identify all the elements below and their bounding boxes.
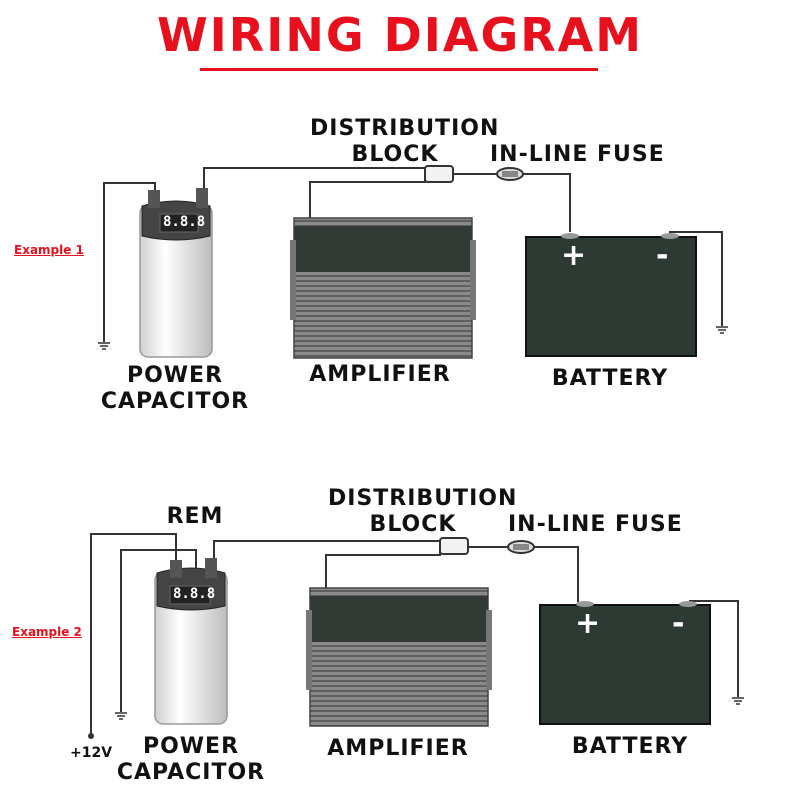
example2-distribution-label-line2: BLOCK — [369, 512, 457, 537]
example2-capacitor-label-line1: POWER — [142, 734, 240, 759]
example1-inline-fuse — [496, 167, 524, 181]
example2-capacitor-display: 8.8.8 — [173, 586, 216, 602]
example2-label: Example 2 — [12, 625, 82, 639]
example1-distribution-block — [424, 165, 454, 183]
example1-battery — [525, 233, 697, 357]
example2-12v-label: +12V — [70, 745, 113, 761]
example1-distribution-label-line1: DISTRIBUTION — [310, 116, 500, 141]
example2-battery — [539, 601, 711, 725]
example2-minus-terminal: - — [672, 606, 685, 641]
page-title: WIRING DIAGRAM — [156, 8, 644, 62]
example2-power-capacitor — [154, 558, 228, 725]
example1-amplifier — [290, 217, 476, 359]
example2-rem-label: REM — [166, 504, 224, 529]
example2-battery-label: BATTERY — [571, 734, 689, 759]
example1-capacitor-label-line1: POWER — [126, 363, 224, 388]
example2-distribution-block — [439, 537, 469, 555]
example1-battery-label: BATTERY — [551, 366, 669, 391]
example1-ground-right — [716, 326, 728, 334]
example1-amplifier-label: AMPLIFIER — [309, 362, 451, 387]
example1-capacitor-label-line2: CAPACITOR — [100, 389, 250, 414]
example2-ground-right — [732, 697, 744, 705]
title-underline — [200, 68, 598, 71]
example2-12v-terminal — [88, 733, 94, 739]
example2-plus-terminal: + — [575, 606, 601, 641]
example1-distribution-label-line2: BLOCK — [351, 142, 439, 167]
example1-ground-left — [98, 342, 110, 350]
example1-power-capacitor — [139, 188, 213, 358]
example1-plus-terminal: + — [561, 238, 587, 273]
example1-minus-terminal: - — [656, 238, 669, 273]
example2-amplifier-label: AMPLIFIER — [327, 736, 469, 761]
example1-capacitor-display: 8.8.8 — [163, 214, 206, 230]
example2-ground-left — [115, 712, 127, 720]
example1-label: Example 1 — [14, 243, 84, 257]
example2-capacitor-label-line2: CAPACITOR — [116, 760, 266, 785]
example1-fuse-label: IN-LINE FUSE — [490, 142, 665, 167]
example2-distribution-label-line1: DISTRIBUTION — [328, 486, 518, 511]
example2-fuse-label: IN-LINE FUSE — [508, 512, 683, 537]
example2-amplifier — [306, 587, 492, 727]
example2-inline-fuse — [507, 540, 535, 554]
